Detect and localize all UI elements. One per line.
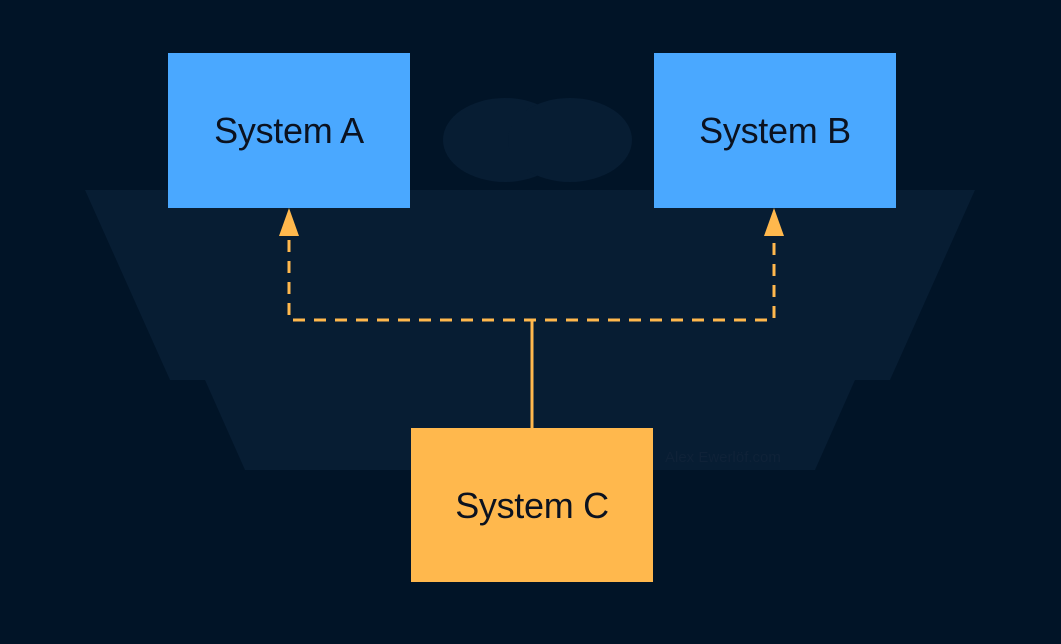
node-system-c[interactable]: System C: [411, 428, 653, 582]
system-c-label: System C: [455, 485, 609, 526]
node-system-a[interactable]: System A: [168, 53, 410, 208]
system-c-box: [411, 428, 653, 582]
watermark-text: Alex Ewerlöf.com: [665, 449, 781, 466]
arrowhead-to-system-a: [279, 208, 299, 236]
system-b-label: System B: [699, 110, 851, 151]
system-a-box: [168, 53, 410, 208]
node-system-b[interactable]: System B: [654, 53, 896, 208]
dashed-connector: [287, 240, 776, 322]
arrowhead-to-system-b: [764, 208, 784, 236]
system-a-label: System A: [214, 110, 364, 151]
connectors: [279, 208, 784, 428]
system-b-box: [654, 53, 896, 208]
watermark-logo: [85, 98, 975, 470]
